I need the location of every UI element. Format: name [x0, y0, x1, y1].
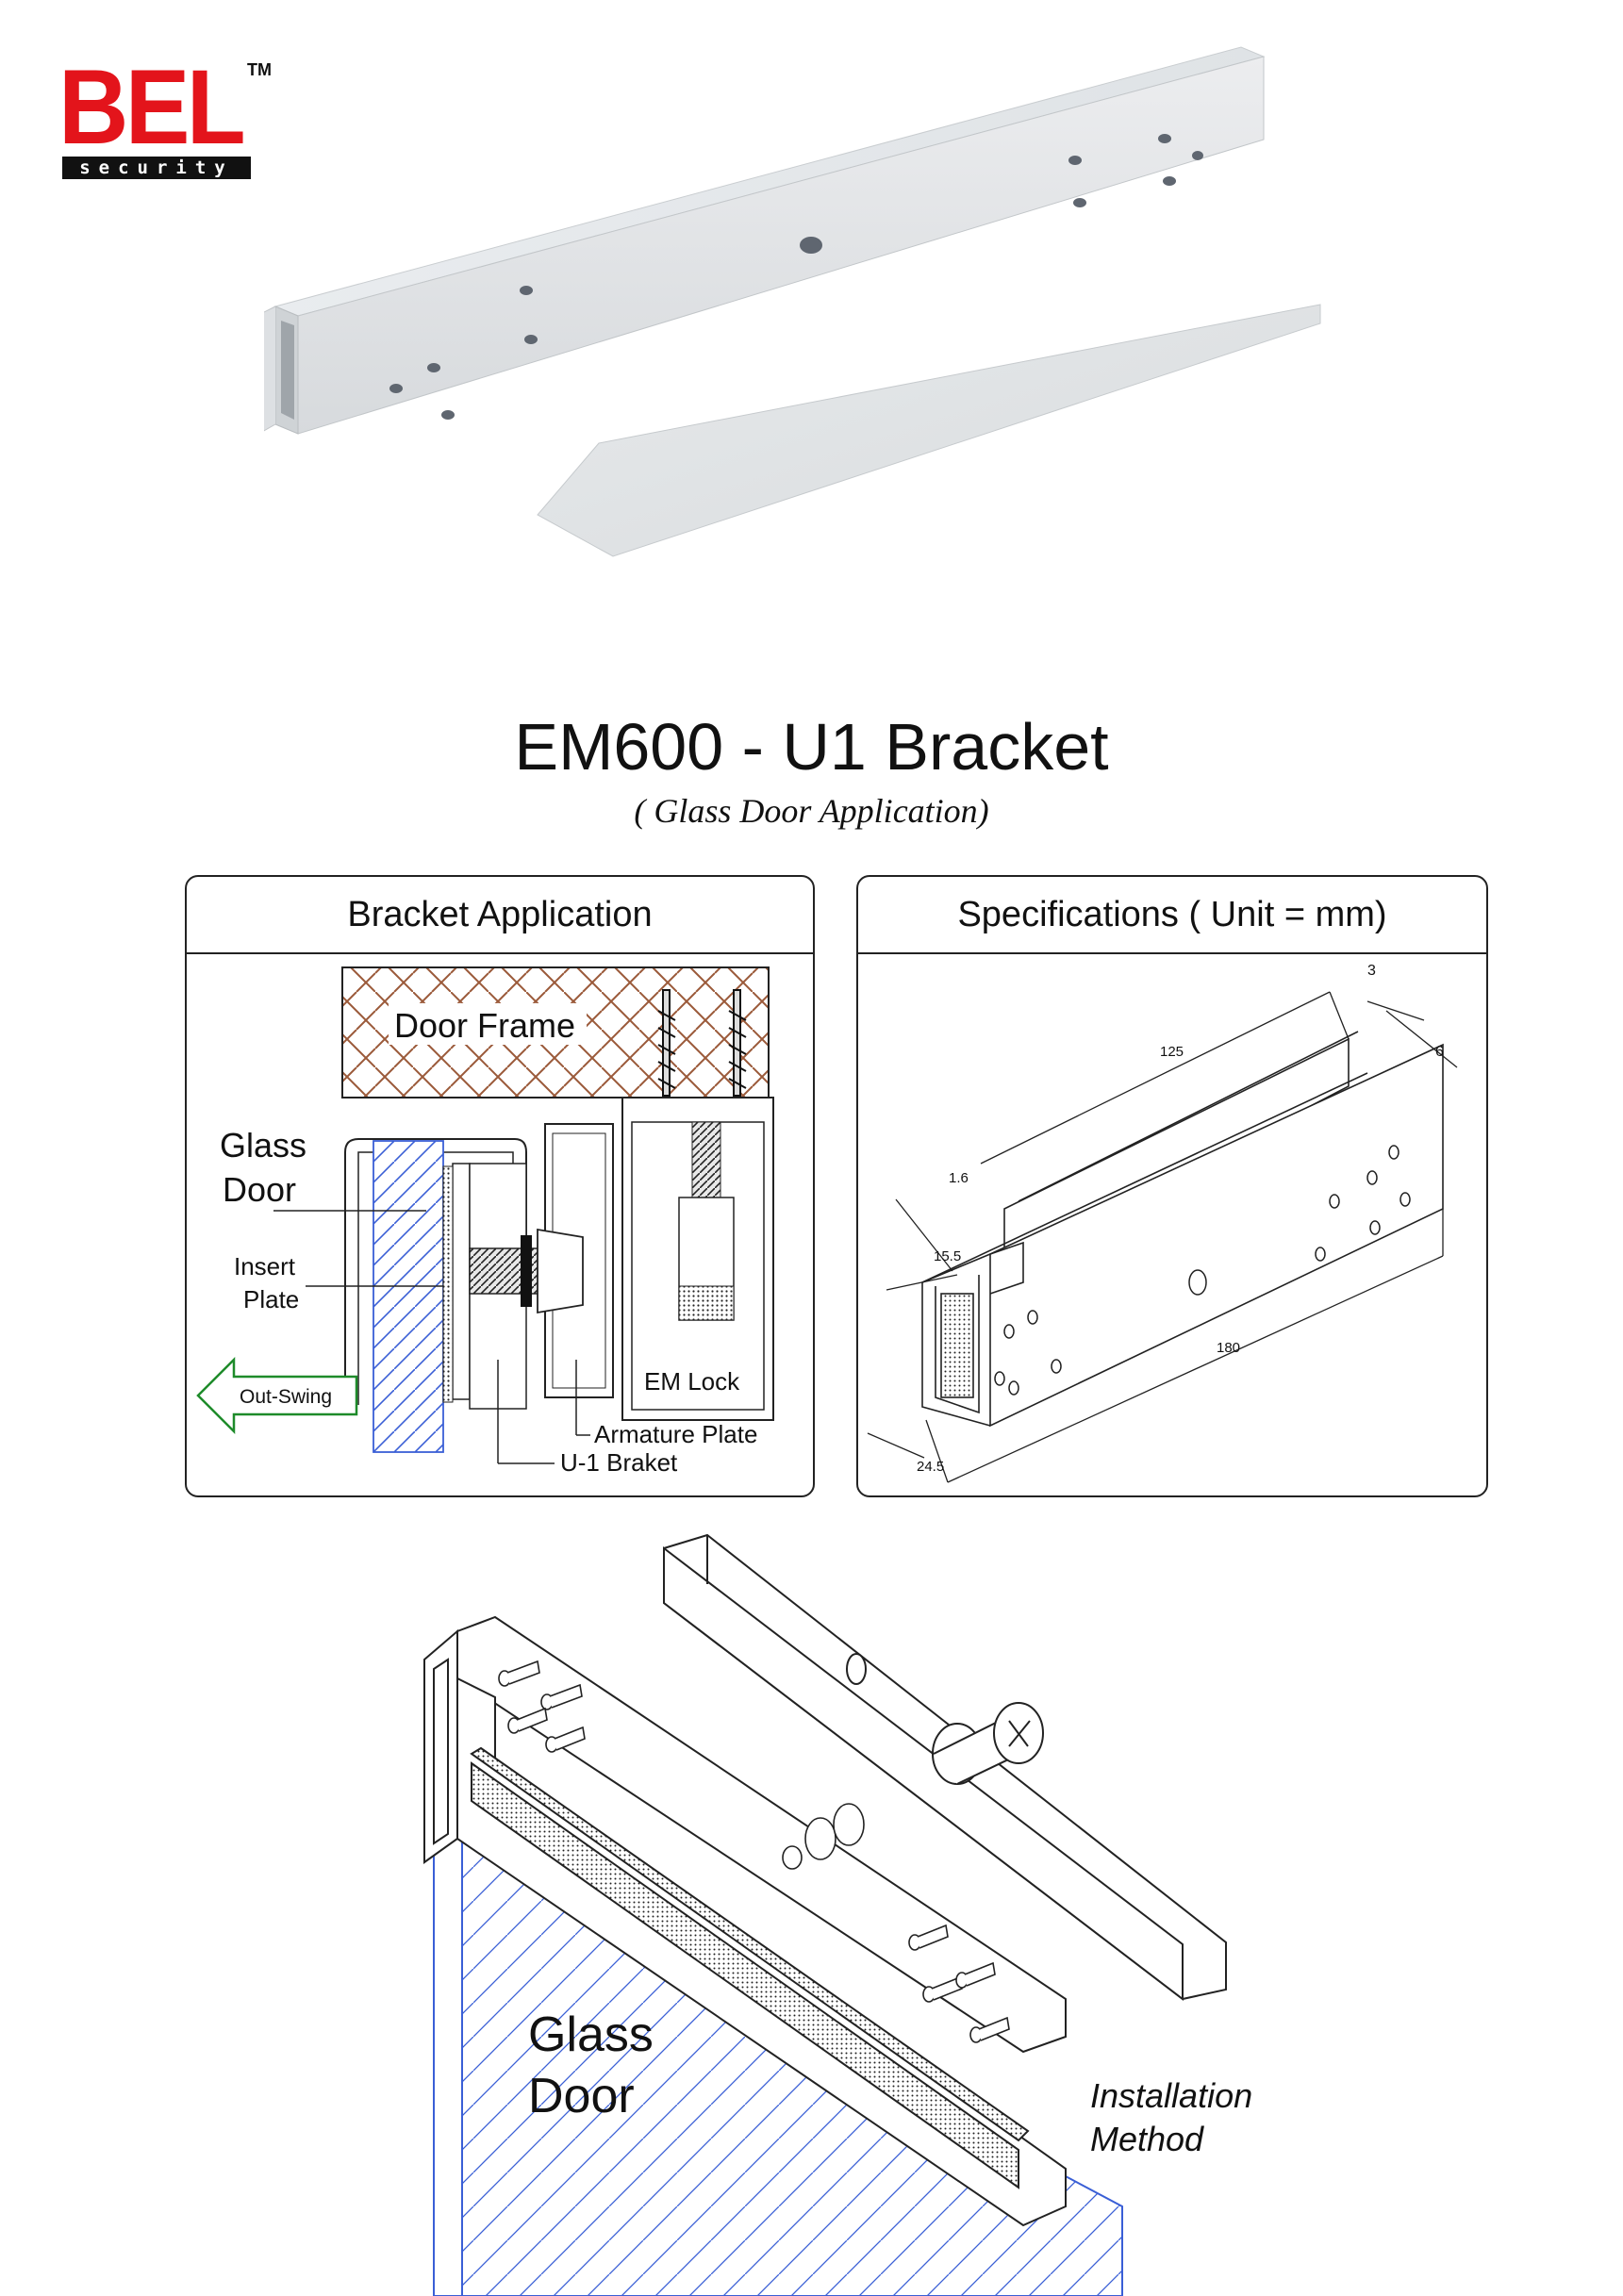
- spec-dim-125: 125: [1160, 1044, 1184, 1060]
- spec-dim-24-5: 24.5: [917, 1459, 944, 1475]
- brand-logo: BEL TM security: [58, 48, 272, 187]
- spec-dim-1-6: 1.6: [949, 1170, 969, 1186]
- insert-label: Insert: [234, 1252, 296, 1280]
- out-swing-label: Out-Swing: [240, 1386, 332, 1408]
- logo-wordmark: BEL: [58, 48, 246, 166]
- page-subtitle: ( Glass Door Application): [634, 792, 989, 830]
- spec-dim-6: 6: [1435, 1044, 1444, 1060]
- page-title: EM600 - U1 Bracket: [514, 710, 1109, 784]
- specifications-panel: Specifications ( Unit = mm): [856, 875, 1488, 1497]
- em-lock-label: EM Lock: [644, 1367, 740, 1396]
- insert-plate: [537, 304, 1321, 557]
- install-glass-door: [433, 1827, 1123, 2296]
- glass-door-section: [373, 1140, 444, 1453]
- u1-bracket-label: U-1 Braket: [560, 1448, 678, 1477]
- spec-holes: [994, 1145, 1411, 1396]
- bracket-application-diagram: Door Frame EM Lock: [196, 966, 774, 1477]
- spec-dim-3: 3: [1367, 963, 1376, 979]
- armature-plate-label: Armature Plate: [594, 1420, 757, 1448]
- product-photo: [264, 46, 1321, 557]
- install-pins: [498, 1660, 1010, 2043]
- bracket-holes: [389, 134, 1203, 420]
- door-label: Door: [223, 1170, 296, 1209]
- door-frame-label: Door Frame: [394, 1006, 575, 1045]
- plate-label: Plate: [243, 1285, 299, 1313]
- installation-caption-line2: Method: [1090, 2120, 1204, 2158]
- bracket-application-panel: Bracket Application Door Frame: [185, 875, 815, 1497]
- install-glass-label: Glass: [528, 2007, 654, 2062]
- bracket-end-inner: [281, 321, 294, 420]
- specifications-diagram: 3 6 125 1.6 15.5 180 24.5: [867, 963, 1458, 1483]
- installation-diagram: Glass Door: [423, 1533, 1227, 2296]
- out-swing-arrow: Out-Swing: [196, 1356, 358, 1435]
- bracket-application-title: Bracket Application: [187, 877, 813, 954]
- logo-trademark: TM: [247, 60, 272, 79]
- install-door-label: Door: [528, 2069, 635, 2123]
- installation-caption-line1: Installation: [1090, 2076, 1253, 2115]
- install-screw: [932, 1702, 1044, 1785]
- logo-tagline: security: [62, 157, 251, 179]
- spec-dim-180: 180: [1217, 1340, 1240, 1356]
- spec-dim-15-5: 15.5: [934, 1248, 961, 1264]
- glass-label: Glass: [220, 1126, 306, 1165]
- installation-caption: Installation Method: [1090, 2074, 1252, 2161]
- u1-bracket-outline: [344, 1138, 527, 1405]
- specifications-title: Specifications ( Unit = mm): [858, 877, 1486, 954]
